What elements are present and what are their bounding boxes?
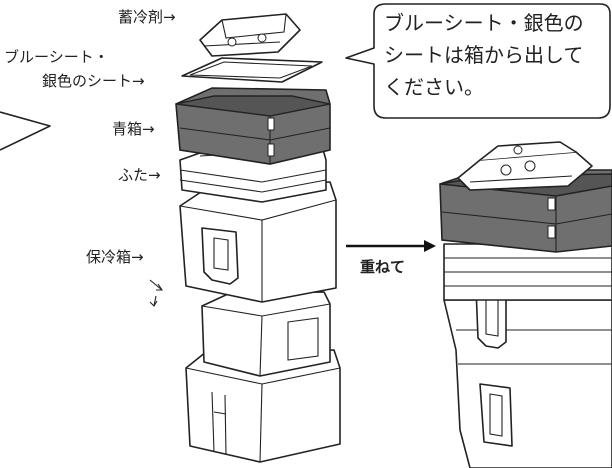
blue-box-label: 青箱→ (112, 120, 155, 138)
cooler-insert (201, 291, 331, 377)
callout-bubble: ブルーシート・銀色の シートは箱から出して ください。 (345, 3, 611, 119)
sheet-label-line2: 銀色のシート→ (42, 72, 145, 90)
stack-arrow: 重ねて (346, 240, 436, 276)
left-pointer (0, 111, 51, 151)
sheet (181, 57, 323, 83)
lid-label: ふた→ (118, 166, 161, 184)
assembled-stack (439, 141, 612, 468)
ice-pack (199, 13, 301, 57)
cooler-box (179, 181, 337, 303)
exploded-stack (175, 13, 341, 463)
sheet-label-line1: ブルーシート・ (4, 48, 109, 66)
cooler-label: 保冷箱→ (86, 248, 144, 266)
stack-arrow-label: 重ねて (360, 258, 405, 276)
callout-line1: ブルーシート・銀色の (384, 11, 584, 35)
callout-line2: シートは箱から出して (384, 43, 583, 67)
cooler-base (185, 349, 341, 463)
blue-box (175, 87, 331, 165)
callout-line3: ください。 (384, 75, 484, 99)
down-arrows (149, 279, 164, 307)
ice-pack-label: 蓄冷剤→ (118, 8, 176, 26)
